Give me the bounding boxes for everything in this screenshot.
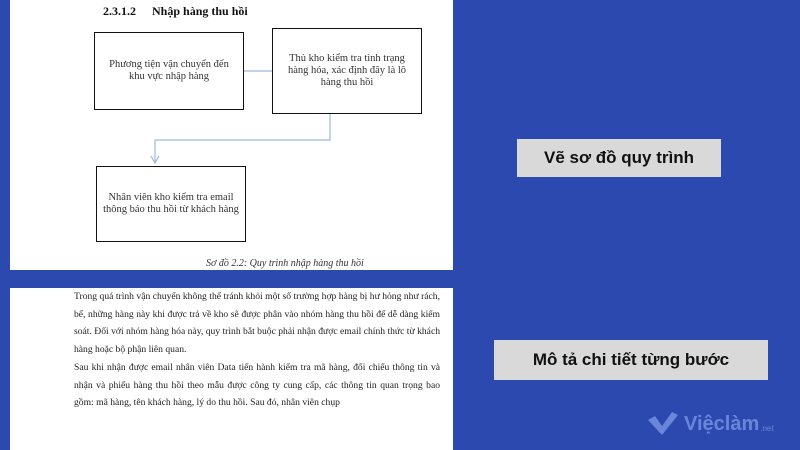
diagram-panel: 2.3.1.2 Nhập hàng thu hồi Phương tiện vận… <box>10 0 453 270</box>
section-title: Nhập hàng thu hồi <box>152 4 248 18</box>
diagram-label: Vẽ sơ đồ quy trình <box>517 139 721 177</box>
paragraph-2: Sau khi nhận được email nhân viên Data t… <box>74 362 440 408</box>
logo-text: Việclàm <box>684 412 760 435</box>
section-heading: 2.3.1.2 Nhập hàng thu hồi <box>103 4 248 19</box>
section-number: 2.3.1.2 <box>103 4 136 18</box>
detail-label: Mô tả chi tiết từng bước <box>494 340 768 380</box>
arrow-step2-to-step3 <box>154 114 331 162</box>
diagram-caption: Sơ đồ 2.2: Quy trình nhập hàng thu hồi <box>206 258 364 269</box>
arrow-head-2 <box>150 155 160 165</box>
description-panel <box>10 288 453 450</box>
logo-suffix: .net <box>760 423 774 433</box>
paragraph-1: Trong quá trình vận chuyển không thể trá… <box>74 291 440 355</box>
check-chevron-icon <box>648 412 678 435</box>
vieclam-logo: Việclàm.net <box>648 412 774 436</box>
flow-step-3: Nhân viên kho kiểm tra email thông báo t… <box>96 166 246 242</box>
flow-step-1: Phương tiện vận chuyển đến khu vực nhập … <box>94 32 244 110</box>
flow-step-2: Thủ kho kiểm tra tình trạng hàng hóa, xá… <box>272 28 422 114</box>
